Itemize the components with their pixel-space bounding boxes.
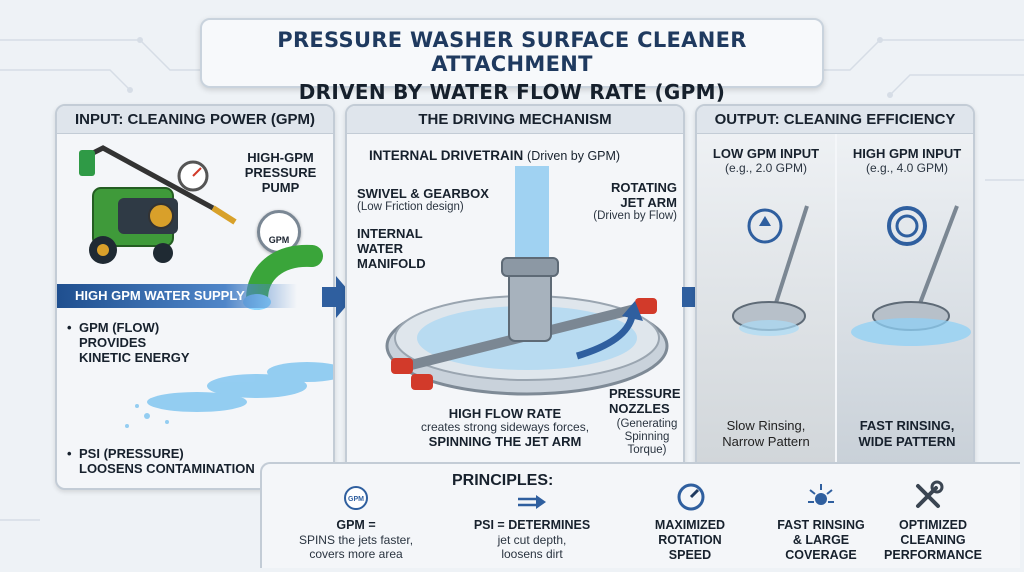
high-gpm-title: HIGH GPM INPUT — [852, 146, 962, 161]
input-panel-header: INPUT: CLEANING POWER (GPM) — [57, 106, 333, 134]
spray-burst-icon — [808, 484, 834, 505]
slow-rotation-icon — [747, 208, 783, 244]
psi-bullet: PSI (PRESSURE) LOOSENS CONTAMINATION — [67, 446, 329, 476]
mechanism-panel-header: THE DRIVING MECHANISM — [347, 106, 683, 134]
output-panel: OUTPUT: CLEANING EFFICIENCY LOW GPM INPU… — [695, 104, 975, 490]
manifold-label: INTERNAL WATER MANIFOLD — [357, 226, 426, 271]
water-supply-label: HIGH GPM WATER SUPPLY — [57, 284, 297, 308]
flow-rate-caption: HIGH FLOW RATE creates strong sideways f… — [420, 406, 590, 449]
swivel-gearbox-label: SWIVEL & GEARBOX (Low Friction design) — [357, 186, 489, 213]
principle-gpm: GPM = SPINS the jets faster, covers more… — [298, 518, 414, 561]
subtitle: DRIVEN BY WATER FLOW RATE (GPM) — [298, 80, 726, 104]
input-panel: INPUT: CLEANING POWER (GPM) HIGH-GPM PRE… — [55, 104, 335, 490]
gpm-gauge-icon: GPM — [344, 486, 368, 510]
psi-arrow-icon — [518, 495, 546, 509]
nozzle-right-icon — [635, 298, 657, 314]
title-banner: PRESSURE WASHER SURFACE CLEANER ATTACHME… — [200, 18, 824, 104]
flow-arrow-icon — [322, 276, 354, 318]
high-gpm-example: (e.g., 4.0 GPM) — [865, 161, 949, 175]
output-panel-header: OUTPUT: CLEANING EFFICIENCY — [697, 106, 973, 134]
speedometer-icon — [677, 483, 705, 511]
pressure-pump-illustration — [79, 145, 237, 264]
principle-rotation: MAXIMIZED ROTATION SPEED — [654, 518, 726, 562]
principle-psi: PSI = DETERMINES jet cut depth, loosens … — [473, 518, 591, 561]
gpm-bullet: GPM (FLOW) PROVIDES KINETIC ENERGY — [67, 320, 319, 365]
low-gpm-result: Slow Rinsing, Narrow Pattern — [722, 418, 810, 449]
principles-title: PRINCIPLES: — [452, 472, 554, 489]
nozzles-note: (Generating Spinning Torque) — [616, 418, 678, 456]
low-gpm-example: (e.g., 2.0 GPM) — [724, 161, 808, 175]
fast-rotation-icon — [887, 206, 927, 246]
mechanism-panel: THE DRIVING MECHANISM INTERNAL DRIVETRAI… — [345, 104, 685, 490]
principles-panel: PRINCIPLES: GPM GPM = SPINS the jets fas… — [260, 462, 1020, 568]
low-gpm-title: LOW GPM INPUT — [712, 146, 820, 161]
jet-arm-label: ROTATING JET ARM (Driven by Flow) — [593, 180, 677, 222]
nozzle-left-icon — [391, 358, 413, 374]
principle-performance: OPTIMIZED CLEANING PERFORMANCE — [884, 518, 982, 562]
trigger-gun-icon — [79, 150, 95, 176]
wrench-screwdriver-icon — [916, 480, 944, 508]
output-illustrations — [732, 205, 971, 346]
nozzles-label: PRESSURE NOZZLES — [609, 386, 681, 416]
main-title: PRESSURE WASHER SURFACE CLEANER ATTACHME… — [277, 28, 747, 76]
high-gpm-result: FAST RINSING, WIDE PATTERN — [858, 418, 956, 449]
pump-label: HIGH-GPM PRESSURE PUMP — [244, 150, 317, 195]
drivetrain-label: INTERNAL DRIVETRAIN (Driven by GPM) — [369, 148, 621, 163]
principle-coverage: FAST RINSING & LARGE COVERAGE — [777, 518, 865, 562]
surface-cleaner-illustration — [385, 166, 669, 396]
water-spray-illustration — [125, 362, 333, 428]
